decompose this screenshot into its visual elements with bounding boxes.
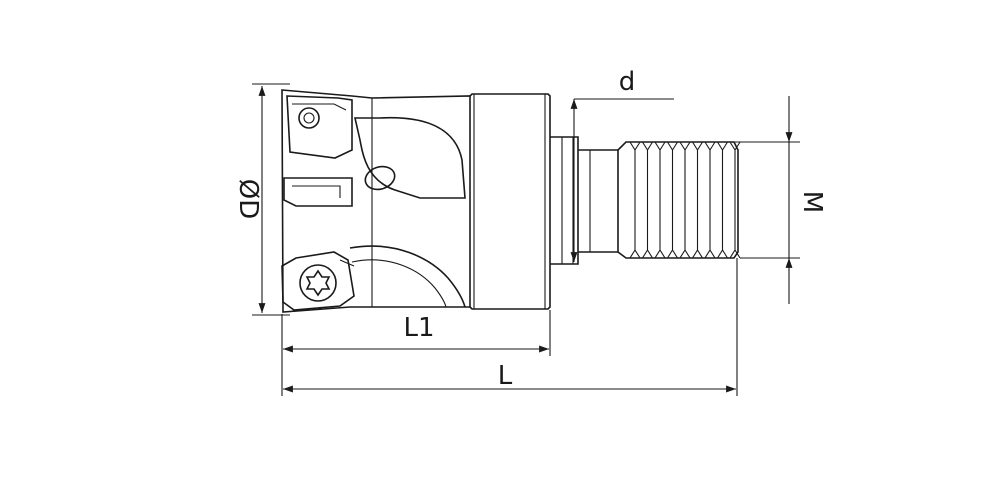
thread-crest	[697, 141, 703, 259]
collar	[469, 93, 551, 310]
thread-flank	[679, 141, 686, 259]
cutter-head	[281, 89, 471, 313]
head-length-dimension: L1	[281, 310, 551, 396]
thread-dimension: M	[734, 96, 827, 304]
shank-diameter-label: d	[619, 67, 636, 97]
thread-crest	[709, 141, 716, 259]
shank-diameter-dimension: d	[570, 67, 674, 262]
thread-flank	[692, 141, 699, 259]
thread-crest	[684, 141, 691, 259]
thread-crest	[672, 141, 678, 259]
thread-flank	[717, 141, 724, 259]
thread-flank	[667, 141, 674, 259]
thread-flank	[642, 141, 649, 259]
diameter-label: ØD	[233, 179, 263, 220]
thread-flank	[704, 141, 711, 259]
thread-flank	[629, 141, 636, 259]
thread-label: M	[797, 191, 827, 213]
shank	[550, 136, 619, 265]
thread-crest	[722, 141, 728, 259]
diameter-dimension: ØD	[233, 83, 290, 316]
thread-flank	[654, 141, 661, 259]
thread-crest	[634, 141, 641, 259]
thread	[617, 141, 741, 259]
thread-crest	[734, 141, 741, 259]
torx-icon	[305, 269, 331, 297]
thread-flank	[729, 141, 736, 259]
insert-bottom	[281, 251, 355, 311]
total-length-dimension: L	[283, 258, 738, 396]
thread-crest	[659, 141, 666, 259]
thread-crest	[647, 141, 653, 259]
insert-top	[286, 95, 353, 159]
total-length-label: L	[498, 361, 513, 391]
head-length-label: L1	[403, 313, 434, 343]
